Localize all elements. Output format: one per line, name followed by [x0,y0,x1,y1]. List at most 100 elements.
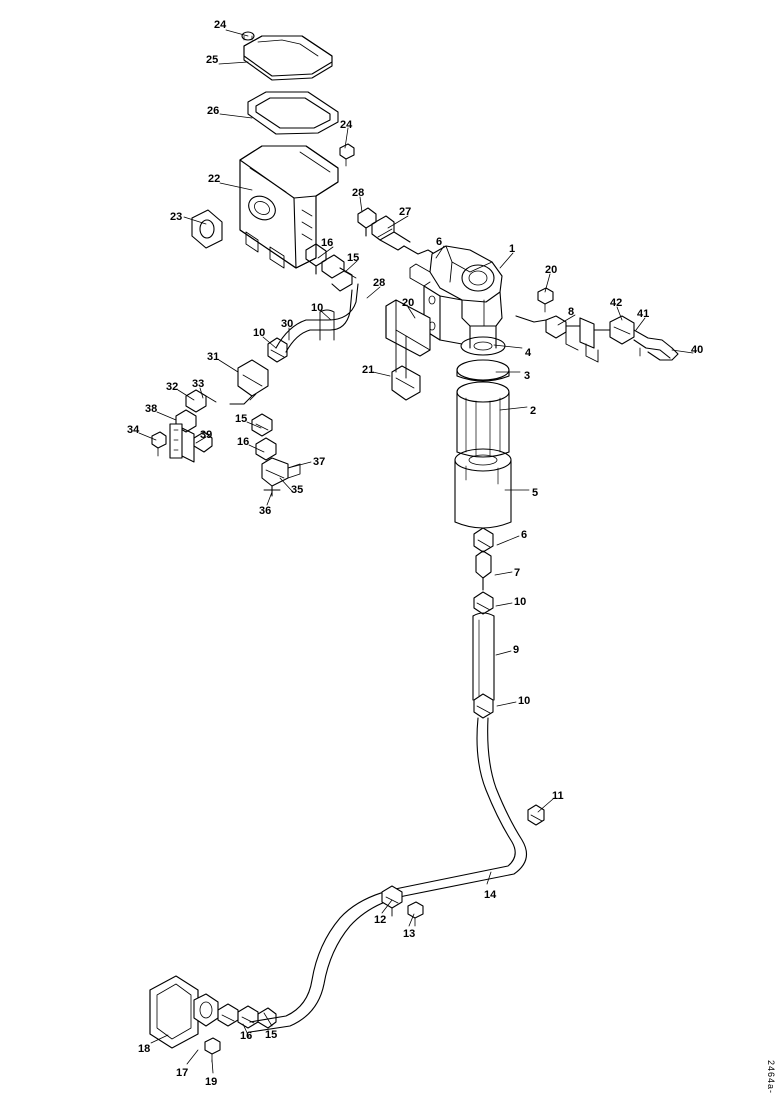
callout-25: 25 [206,54,219,66]
leader-line [499,406,528,411]
callout-16: 16 [321,237,334,249]
leader-line [225,29,249,37]
callout-33: 33 [192,378,205,390]
leader-line [218,61,249,65]
leader-line [195,436,207,444]
part-31 [229,359,269,405]
part-gasket-26 [247,91,339,135]
callout-39: 39 [200,429,213,441]
callout-37: 37 [313,456,326,468]
leader-line [499,252,514,269]
callout-31: 31 [207,351,220,363]
callout-42: 42 [610,297,623,309]
leader-line [150,1034,169,1044]
leader-line [366,286,381,299]
callout-10: 10 [311,302,324,314]
leader-line [496,701,517,707]
callout-28: 28 [373,277,386,289]
callout-11: 11 [552,790,564,802]
callout-16: 16 [237,436,250,448]
part-tube-9 [472,612,495,701]
part-fitting-7 [475,550,492,591]
part-bolt-13 [407,901,424,927]
leader-line [372,371,391,377]
callout-22: 22 [208,173,221,185]
fitting-group-27 [357,207,439,257]
leader-line [263,1012,273,1027]
part-clamp-10d [473,693,494,719]
part-housing-22 [239,145,339,269]
callout-12: 12 [374,914,387,926]
callout-15: 15 [235,413,248,425]
leader-lines [138,29,694,1074]
callout-3: 3 [524,370,531,382]
leader-line [557,314,576,326]
callout-2: 2 [530,405,537,417]
callout-30: 30 [281,318,294,330]
callout-1: 1 [509,243,516,255]
leader-line [219,113,253,119]
leader-line [266,491,273,506]
part-bowl-5 [454,448,512,529]
leader-line [537,798,554,813]
callout-4: 4 [525,347,532,359]
callout-40: 40 [691,344,704,356]
part-bracket-21 [385,299,431,401]
leader-line [287,461,312,469]
part-ring-3 [456,359,510,382]
callout-10: 10 [514,596,527,608]
callout-36: 36 [259,505,272,517]
callout-23: 23 [170,211,183,223]
callout-9: 9 [513,644,520,656]
leader-line [211,1059,214,1074]
callout-10: 10 [518,695,531,707]
leader-line [320,310,332,321]
corner-code: 2464a- [766,1059,776,1094]
leader-line [494,571,513,576]
callout-17: 17 [176,1067,189,1079]
leader-line [317,246,334,259]
part-bolt-19 [204,1037,221,1063]
part-bracket-18 [149,975,199,1049]
callout-18: 18 [138,1043,151,1055]
callout-6: 6 [436,236,443,248]
callout-15: 15 [265,1029,278,1041]
part-fitting-6b [473,527,494,553]
part-bracket-12 [381,885,403,917]
leader-line [156,411,177,421]
leader-line [218,359,239,373]
callout-24: 24 [214,19,227,31]
leader-line [408,913,415,927]
callout-20: 20 [545,264,558,276]
leader-line [493,344,523,349]
callout-28: 28 [352,187,365,199]
part-clamp-10c [473,591,494,615]
leader-line [246,421,262,429]
leader-line [248,444,265,453]
part-filter-2 [456,381,510,458]
part-group-32-39 [151,389,217,463]
part-right-hose-40 [515,315,679,363]
leader-line [219,182,253,191]
leader-line [486,871,492,885]
callout-32: 32 [166,381,179,393]
part-clip-11 [527,804,545,826]
leader-line [544,273,551,293]
part-group-15-37 [251,413,301,497]
part-hose-14 [249,717,528,1033]
callout-34: 34 [127,424,140,436]
leader-line [495,650,512,656]
part-23 [191,209,223,249]
leader-line [177,389,195,401]
callout-20: 20 [402,297,415,309]
callout-15: 15 [347,252,360,264]
leader-line [138,432,157,441]
leader-line [496,535,520,546]
leader-line [186,1049,199,1065]
callout-8: 8 [568,306,575,318]
callout-7: 7 [514,567,521,579]
leader-line [359,196,363,213]
leader-line [381,899,393,914]
